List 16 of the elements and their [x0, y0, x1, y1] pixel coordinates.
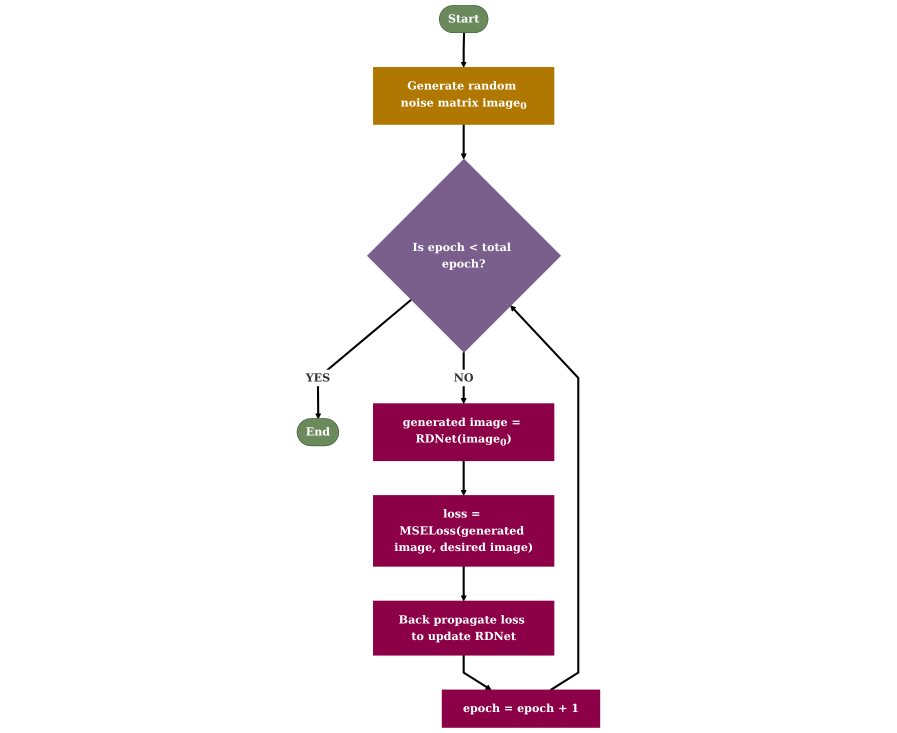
edge-label: NO	[454, 371, 474, 384]
arrow	[460, 124, 467, 160]
arrow	[460, 566, 467, 602]
node-box: Back propagate loss to update RDNet	[373, 600, 554, 656]
arrow	[460, 352, 467, 404]
arrow	[462, 655, 492, 690]
arrow	[315, 298, 412, 420]
node-box: epoch = epoch + 1	[442, 690, 600, 728]
node-box: loss = MSELoss(generated image, desired image)	[373, 495, 554, 567]
arrow	[510, 305, 580, 691]
arrow	[460, 460, 467, 496]
node-diamond: Is epoch < total epoch?	[367, 158, 562, 353]
node-box: generated image = RDNet(image$_{0}$)	[373, 403, 554, 462]
node-box: Generate random noise matrix image$_{0}$	[373, 67, 554, 125]
arrow	[460, 32, 467, 68]
edge-label: YES	[306, 371, 330, 384]
